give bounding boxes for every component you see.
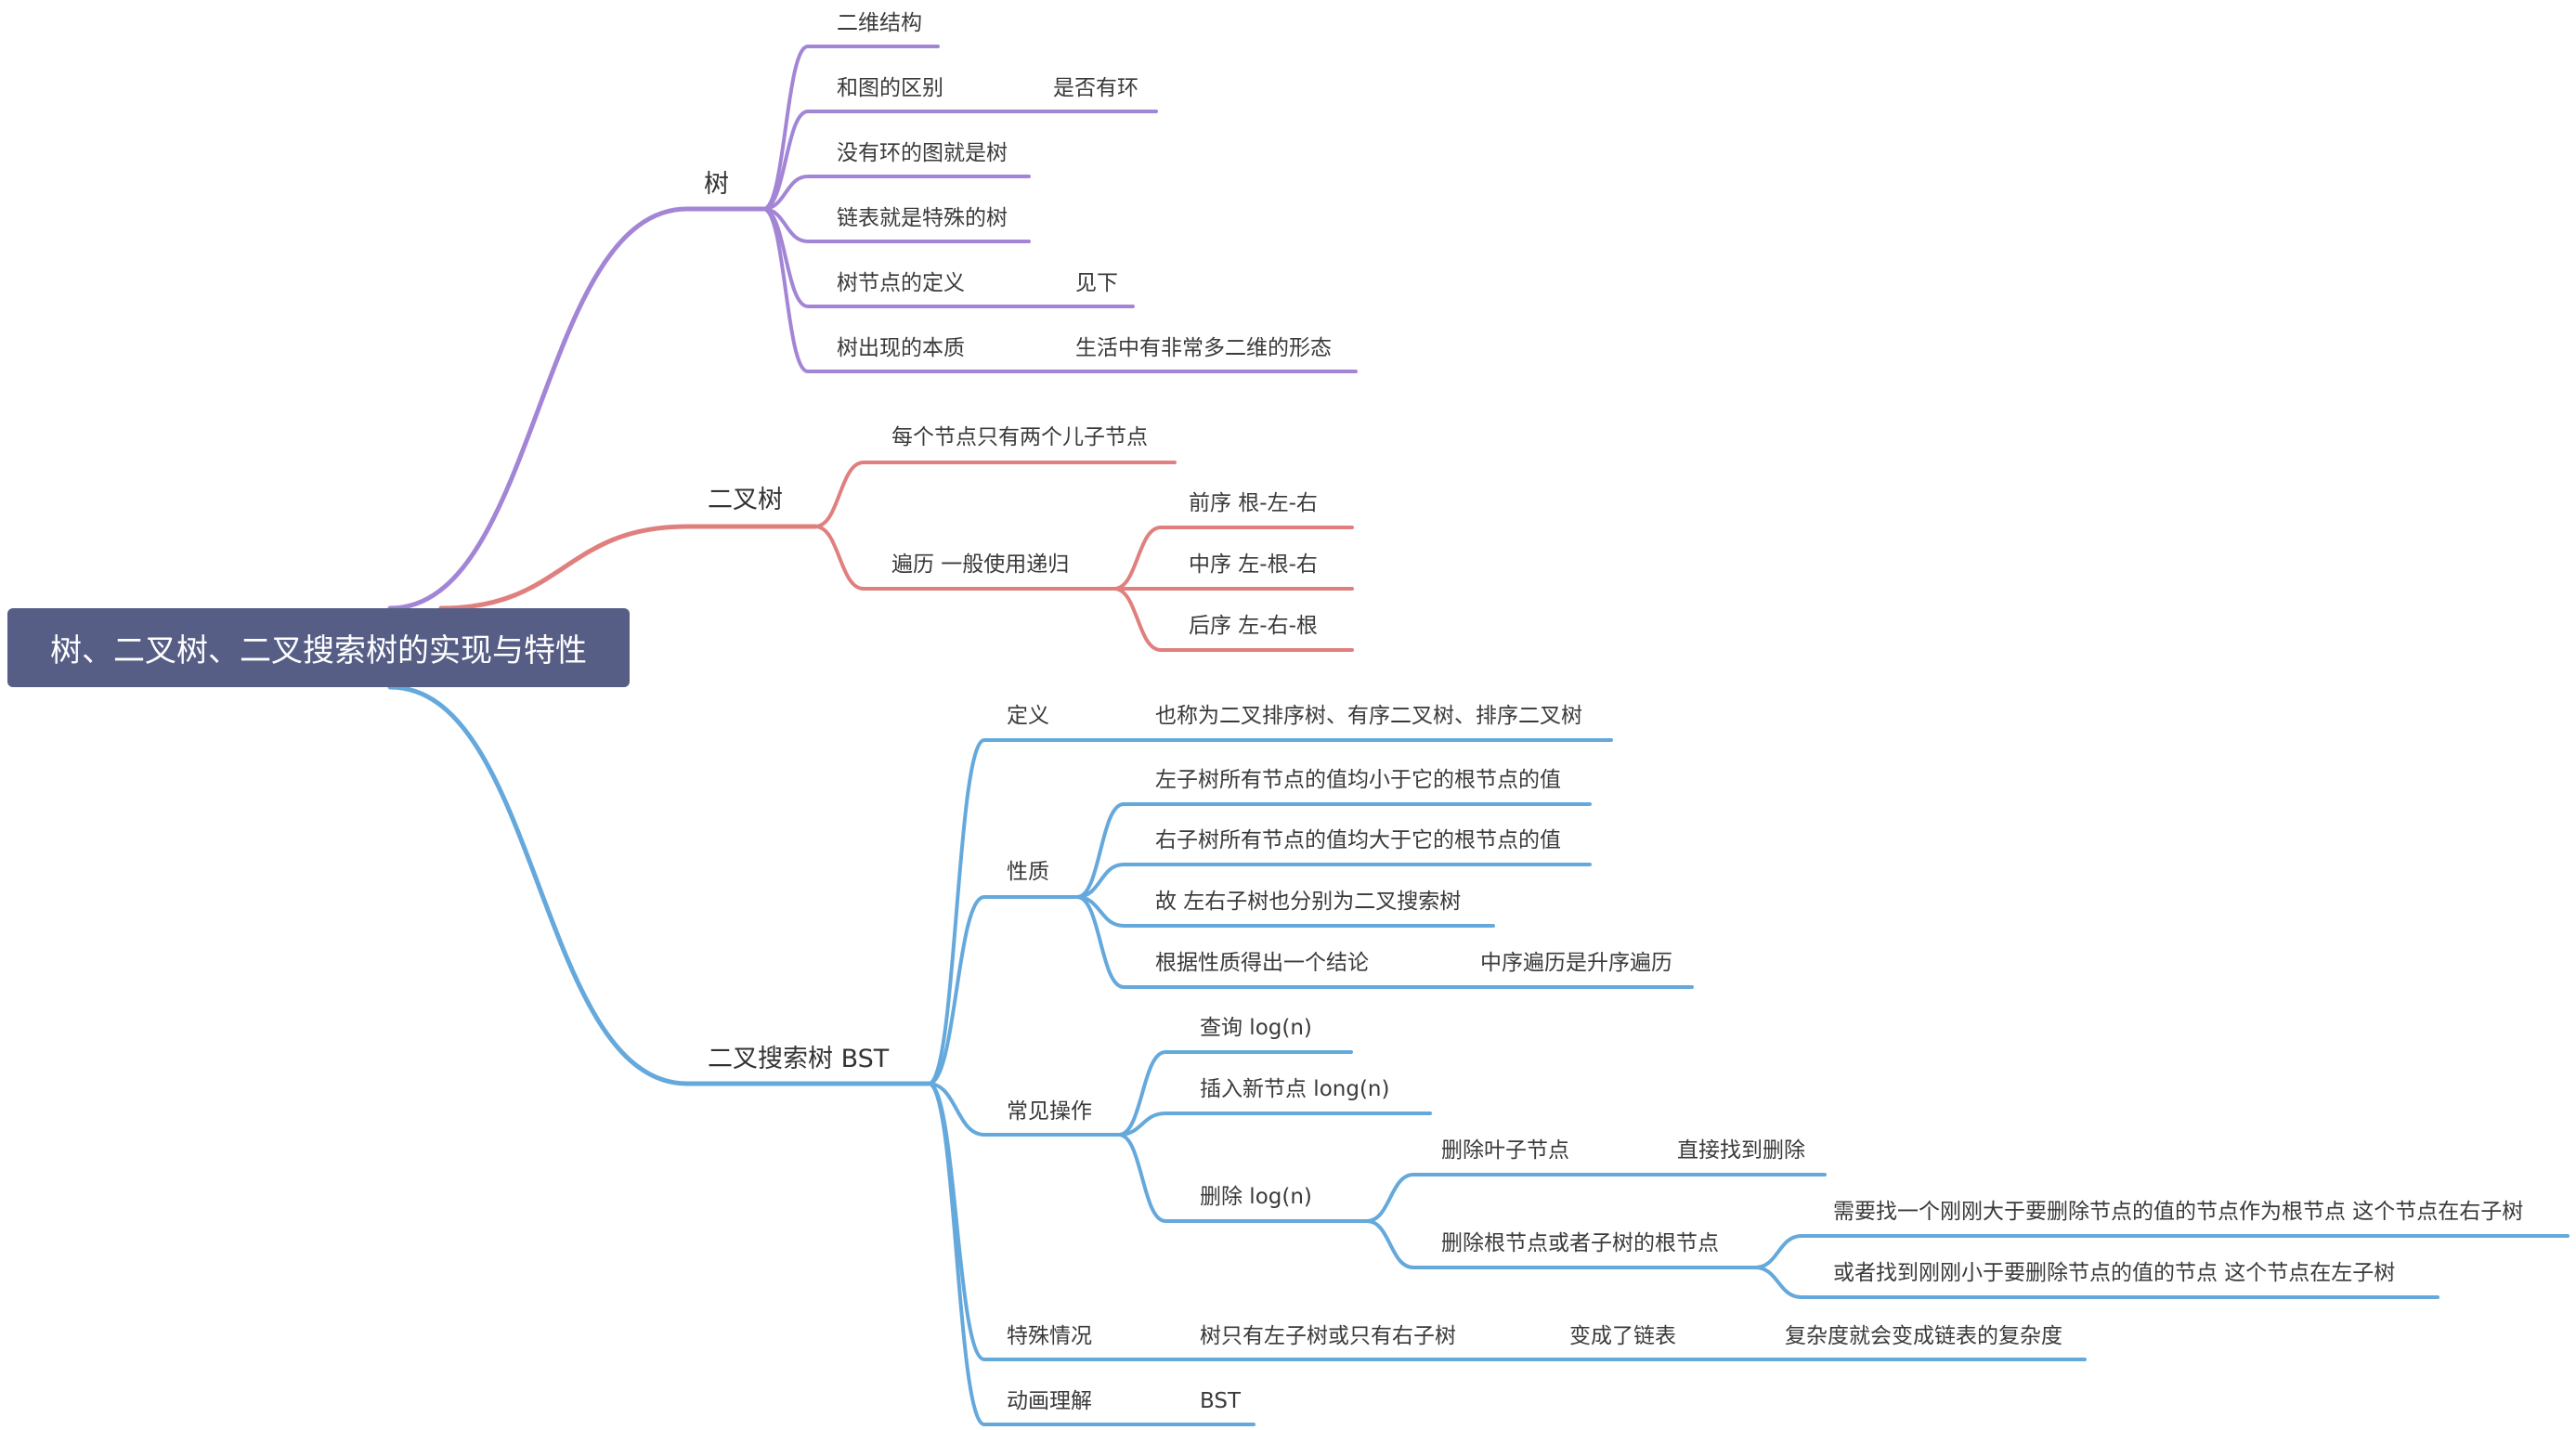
postorder-node[interactable]: 后序 左-右-根: [1189, 614, 1318, 638]
link-query: [1117, 1050, 1353, 1137]
link-postorder: [1112, 587, 1354, 652]
subtrees-bst-node[interactable]: 故 左右子树也分别为二叉搜索树: [1155, 890, 1462, 914]
link-insert: [1117, 1112, 1432, 1137]
find-smaller-node[interactable]: 或者找到刚刚小于要删除节点的值的节点 这个节点在左子树: [1833, 1261, 2396, 1285]
has-cycle-node[interactable]: 是否有环: [1053, 76, 1138, 100]
branch-curve-tree: [387, 206, 766, 611]
query-node[interactable]: 查询 log(n): [1200, 1016, 1312, 1040]
preorder-node[interactable]: 前序 根-左-右: [1189, 491, 1318, 515]
link-delete-leaf: [1365, 1173, 1636, 1223]
animation-node[interactable]: 动画理解: [1007, 1389, 1092, 1413]
link-essence: [761, 207, 1060, 373]
link-animation: [927, 1082, 1093, 1426]
root-node-label: 树、二叉树、二叉搜索树的实现与特性: [50, 632, 587, 670]
tree-node[interactable]: 树: [704, 170, 729, 199]
link-delete-root: [1365, 1219, 1757, 1269]
link-find-smaller: [1753, 1266, 2439, 1299]
root-node[interactable]: 树、二叉树、二叉搜索树的实现与特性: [7, 608, 630, 687]
tree-node-definition-node[interactable]: 树节点的定义: [837, 271, 965, 295]
inorder-node[interactable]: 中序 左-根-右: [1189, 552, 1318, 577]
tree-essence-node[interactable]: 树出现的本质: [837, 336, 965, 360]
also-known-as-node[interactable]: 也称为二叉排序树、有序二叉树、排序二叉树: [1155, 704, 1582, 728]
binary-tree-node[interactable]: 二叉树: [708, 486, 783, 514]
two-dimensional-node[interactable]: 二维结构: [837, 11, 922, 35]
link-definition: [927, 738, 1093, 1086]
link-two-children: [813, 461, 1177, 528]
linked-list-node[interactable]: 链表就是特殊的树: [837, 206, 1008, 230]
branch-curve-bst: [387, 684, 931, 1086]
delete-node[interactable]: 删除 log(n): [1200, 1185, 1312, 1209]
direct-delete-node[interactable]: 直接找到删除: [1677, 1138, 1805, 1163]
one-sided-tree-node[interactable]: 树只有左子树或只有右子树: [1200, 1324, 1456, 1348]
acyclic-graph-node[interactable]: 没有环的图就是树: [837, 141, 1008, 165]
link-find-larger: [1753, 1234, 2569, 1269]
link-left-smaller: [1075, 802, 1592, 899]
see-below-node[interactable]: 见下: [1075, 271, 1118, 295]
link-ops: [927, 1082, 1121, 1137]
list-complexity-node[interactable]: 复杂度就会变成链表的复杂度: [1785, 1324, 2062, 1348]
inorder-ascending-node[interactable]: 中序遍历是升序遍历: [1480, 951, 1672, 975]
special-case-node[interactable]: 特殊情况: [1007, 1324, 1092, 1348]
traversal-node[interactable]: 遍历 一般使用递归: [891, 552, 1070, 577]
left-smaller-node[interactable]: 左子树所有节点的值均小于它的根节点的值: [1155, 768, 1561, 792]
bst-node[interactable]: 二叉搜索树 BST: [708, 1045, 890, 1073]
difference-from-graph-node[interactable]: 和图的区别: [837, 76, 943, 100]
right-larger-node[interactable]: 右子树所有节点的值均大于它的根节点的值: [1155, 828, 1561, 852]
link-properties: [927, 895, 1079, 1086]
delete-root-node[interactable]: 删除根节点或者子树的根节点: [1441, 1231, 1719, 1255]
conclusion-node[interactable]: 根据性质得出一个结论: [1155, 951, 1369, 975]
link-acyclic: [761, 175, 1031, 211]
common-operations-node[interactable]: 常见操作: [1007, 1099, 1092, 1124]
becomes-linked-list-node[interactable]: 变成了链表: [1569, 1324, 1676, 1348]
insert-node[interactable]: 插入新节点 long(n): [1200, 1077, 1390, 1101]
link-right-larger: [1075, 863, 1592, 899]
find-larger-node[interactable]: 需要找一个刚刚大于要删除节点的值的节点作为根节点 这个节点在右子树: [1833, 1200, 2524, 1224]
properties-node[interactable]: 性质: [1007, 860, 1049, 884]
link-delete: [1117, 1133, 1369, 1223]
link-preorder: [1112, 526, 1354, 591]
delete-leaf-node[interactable]: 删除叶子节点: [1441, 1138, 1569, 1163]
life-2d-forms-node[interactable]: 生活中有非常多二维的形态: [1075, 336, 1332, 360]
definition-node[interactable]: 定义: [1007, 704, 1049, 728]
link-conclusion: [1075, 895, 1423, 989]
bst-animation-label-node[interactable]: BST: [1200, 1389, 1242, 1413]
link-traversal: [813, 525, 1116, 591]
branch-curve-binary-tree: [438, 524, 818, 611]
two-children-node[interactable]: 每个节点只有两个儿子节点: [891, 425, 1148, 449]
link-diff-graph: [761, 110, 1042, 211]
